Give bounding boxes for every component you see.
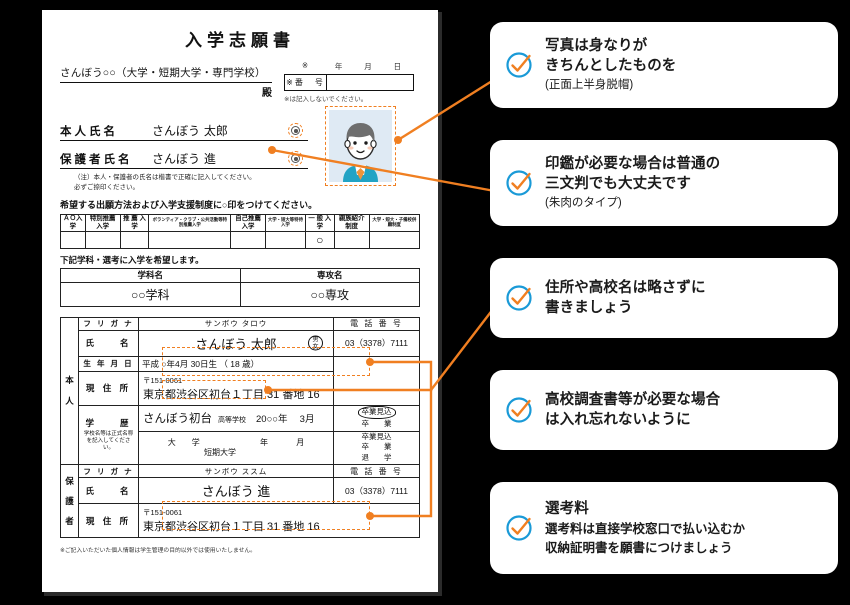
callout-title-line1: 写真は身なりが bbox=[545, 38, 648, 55]
sel-v-6[interactable]: ○ bbox=[304, 230, 335, 249]
application-form-paper: 入学志願書 さんぼう○○（大学・短期大学・専門学校） 殿 ※ 年 月 日 ※番 … bbox=[42, 10, 438, 592]
table-row: ○ bbox=[60, 230, 421, 249]
guardian-address-cell[interactable]: 〒151-0061 東京都渋谷区初台１丁目 31 番地 16 bbox=[138, 503, 420, 539]
sel-v-4[interactable] bbox=[230, 230, 266, 249]
student-portrait-illustration bbox=[329, 110, 392, 182]
callout-title-line1: 選考料 bbox=[545, 500, 589, 517]
table-row: 氏 名 さんぼう 進 03（3378）7111 bbox=[61, 477, 420, 505]
table-row: 大 学 年 月 短期大学 卒業見込 卒 業 退 学 bbox=[61, 430, 420, 466]
applicant-highschool-name: さんぼう初台 bbox=[143, 413, 212, 425]
dept-v-0[interactable]: ○○学科 bbox=[60, 281, 241, 307]
callout-subtitle: (朱肉のタイプ) bbox=[545, 197, 622, 210]
callout-title-line2: 三文判でも大丈夫です bbox=[545, 176, 691, 193]
table-header-row: ＡＯ入学 特別推薦入学 推 薦 入 学 ボランティア・クラブ・公共活動等特別推薦… bbox=[60, 213, 421, 232]
name-note-line-1: （注）本人・保護者の氏名は楷書で正確に記入してください。 bbox=[74, 174, 256, 181]
selection-instruction: 希望する出願方法および入学支援制度に○印をつけてください。 bbox=[60, 199, 318, 210]
guardian-name-row: 保護者氏名 さんぼう 進 bbox=[60, 147, 420, 173]
applicant-highschool-kind: 高等学校 bbox=[218, 417, 246, 424]
name-note-line-2: 必ずご捺印ください。 bbox=[74, 183, 139, 191]
applicant-highschool-status[interactable]: 卒業見込 卒 業 bbox=[333, 404, 420, 432]
callout-title-line2: きちんとしたものを bbox=[545, 58, 677, 75]
check-circle-icon bbox=[504, 395, 534, 425]
year-label: 年 bbox=[334, 62, 343, 71]
applicant-highschool-date: 20○○年 3月 bbox=[256, 414, 315, 425]
applicant-address-cell[interactable]: 〒151-0061 東京都渋谷区初台１丁目 31 番地 16 bbox=[138, 370, 334, 406]
applicant-name-value[interactable]: さんぼう 太郎 bbox=[152, 124, 228, 138]
table-row: ○○学科 ○○専攻 bbox=[60, 281, 420, 307]
callout-title-line2: 書きましょう bbox=[545, 300, 633, 316]
asterisk-mark: ※ bbox=[301, 61, 309, 70]
callout-title-line2: は入れ忘れないように bbox=[545, 412, 691, 428]
applicant-name-label: 本人氏名 bbox=[60, 124, 118, 138]
callout-subtitle-line1: 選考料は直接学校窓口で払い込むか bbox=[545, 521, 746, 536]
form-header: さんぼう○○（大学・短期大学・専門学校） 殿 ※ 年 月 日 ※番 号 ※は記入… bbox=[60, 59, 420, 117]
applicant-address-label: 現 住 所 bbox=[78, 370, 139, 406]
seal-stamp-icon bbox=[288, 123, 303, 138]
photo-highlight-box bbox=[325, 106, 396, 186]
dept-v-1[interactable]: ○○専攻 bbox=[239, 281, 420, 307]
guardian-address: 東京都渋谷区初台１丁目 31 番地 16 bbox=[143, 521, 320, 534]
guardian-name-label: 保護者氏名 bbox=[60, 152, 133, 166]
table-row: 氏 名 さんぼう 太郎 男女 03（3378）7111 bbox=[61, 329, 420, 357]
privacy-footer-note: ※ご記入いただいた個人情報は学生管理の目的以外では使用いたしません。 bbox=[60, 548, 256, 555]
callout-card-documents[interactable]: 高校調査書等が必要な場合 は入れ忘れないように bbox=[490, 370, 838, 450]
callout-title-line1: 高校調査書等が必要な場合 bbox=[545, 392, 721, 408]
callout-card-photo[interactable]: 写真は身なりが きちんとしたものを (正面上半身脱帽) bbox=[490, 22, 838, 108]
callout-subtitle: (正面上半身脱帽) bbox=[545, 79, 634, 92]
check-circle-icon bbox=[504, 168, 534, 198]
check-circle-icon bbox=[504, 283, 534, 313]
sel-h-3: ボランティア・クラブ・公共活動等特別推薦入学 bbox=[148, 213, 232, 232]
table-row: 現 住 所 〒151-0061 東京都渋谷区初台１丁目 31 番地 16 bbox=[61, 370, 420, 406]
sel-v-2[interactable] bbox=[119, 230, 150, 249]
table-row: 生 年 月 日 平成 ○年4月 30日生 （ 18 歳） bbox=[61, 355, 420, 406]
guardian-name-value[interactable]: さんぼう 進 bbox=[152, 152, 216, 166]
callout-subtitle-line2: 収納証明書を願書につけましょう bbox=[545, 541, 733, 555]
number-box-note: ※は記入しないでください。 bbox=[284, 96, 368, 103]
admission-method-table: ＡＯ入学 特別推薦入学 推 薦 入 学 ボランティア・クラブ・公共活動等特別推薦… bbox=[60, 213, 421, 249]
department-table: 学科名 専攻名 ○○学科 ○○専攻 bbox=[60, 267, 420, 307]
callout-card-fee[interactable]: 選考料 選考料は直接学校窓口で払い込むか 収納証明書を願書につけましょう bbox=[490, 482, 838, 574]
sel-h-7: 親族紹介制度 bbox=[333, 213, 370, 232]
callout-card-address[interactable]: 住所や高校名は略さずに 書きましょう bbox=[490, 258, 838, 338]
callout-title-line1: 印鑑が必要な場合は普通の bbox=[545, 156, 721, 173]
callout-title-line1: 住所や高校名は略さずに bbox=[545, 280, 706, 296]
month-label: 月 bbox=[364, 62, 372, 71]
form-title: 入学志願書 bbox=[185, 31, 295, 51]
guardian-name-cell-value[interactable]: さんぼう 進 bbox=[138, 477, 334, 505]
applicant-tel-value[interactable]: 03（3378）7111 bbox=[333, 329, 420, 357]
reference-number-box: ※ 年 月 日 ※番 号 ※は記入しないでください。 bbox=[284, 61, 414, 103]
spacer-cell bbox=[333, 355, 420, 406]
day-label: 日 bbox=[393, 62, 402, 71]
check-circle-icon bbox=[504, 50, 534, 80]
table-row: 現 住 所 〒151-0061 東京都渋谷区初台１丁目 31 番地 16 bbox=[61, 503, 420, 539]
personal-information-table: 本 人 フ リ ガ ナ サンボウ タロウ 電 話 番 号 氏 名 さんぼう 太郎… bbox=[60, 316, 420, 539]
check-circle-icon bbox=[504, 513, 534, 543]
sel-v-8[interactable] bbox=[368, 230, 421, 249]
honorific-label: 殿 bbox=[262, 88, 272, 99]
sel-h-4: 自己推薦入学 bbox=[230, 213, 266, 232]
callout-card-seal[interactable]: 印鑑が必要な場合は普通の 三文判でも大丈夫です (朱肉のタイプ) bbox=[490, 140, 838, 226]
applicant-highschool-cell[interactable]: さんぼう初台高等学校 20○○年 3月 bbox=[138, 404, 334, 432]
guardian-tel-value[interactable]: 03（3378）7111 bbox=[333, 477, 420, 505]
number-label: ※番 号 bbox=[285, 75, 327, 90]
school-name-line: さんぼう○○（大学・短期大学・専門学校） bbox=[60, 65, 272, 83]
department-instruction: 下記学科・選考に入学を希望します。 bbox=[60, 254, 204, 265]
applicant-address: 東京都渋谷区初台１丁目 31 番地 16 bbox=[143, 388, 320, 401]
applicant-name-row: 本人氏名 さんぼう 太郎 bbox=[60, 119, 420, 145]
